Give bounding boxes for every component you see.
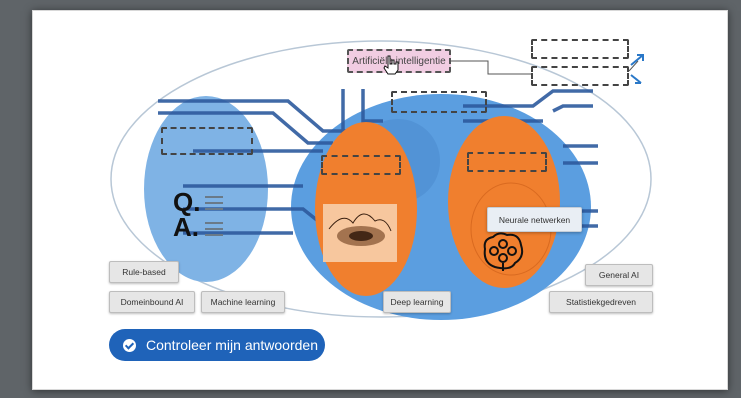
question-label: Q. [173,187,201,217]
brain-icon [483,232,524,271]
chip-statistiekgedreven[interactable]: Statistiekgedreven [549,291,653,313]
check-circle-icon [123,338,136,352]
drop-zone-domain[interactable] [161,127,253,155]
chip-domain-bound-ai[interactable]: Domeinbound AI [109,291,195,313]
neural-network-ellipse [448,116,560,288]
chip-rule-based[interactable]: Rule-based [109,261,179,283]
connector-lines [451,60,639,75]
chip-deep-learning[interactable]: Deep learning [383,291,451,313]
hand-cursor-icon [383,55,399,75]
neural-networks-tooltip[interactable]: Neurale netwerken [487,207,582,232]
domain-ellipse [144,96,268,282]
drop-zone-neural-networks[interactable] [467,152,547,172]
exercise-card: Artificiële intelligentie Q. A. Neurale … [32,10,728,390]
answer-label: A. [173,212,199,242]
drop-zone-top-right-1[interactable] [531,39,629,59]
artificial-intelligence-drop-zone[interactable]: Artificiële intelligentie [347,49,451,73]
chip-general-ai[interactable]: General AI [585,264,653,286]
check-answers-button[interactable]: Controleer mijn antwoorden [109,329,325,361]
arrow-icons [630,54,644,84]
drop-zone-machine-learning[interactable] [391,91,487,113]
heatmap-image [323,204,397,262]
artificial-intelligence-label: Artificiële intelligentie [352,55,446,67]
drop-zone-top-right-2[interactable] [531,66,629,86]
chip-machine-learning[interactable]: Machine learning [201,291,285,313]
drop-zone-deep-learning[interactable] [321,155,401,175]
ai-diagram [110,40,652,320]
qa-lines-icon [205,196,223,214]
check-answers-label: Controleer mijn antwoorden [146,337,318,353]
qa-lines-icon-2 [205,222,223,240]
